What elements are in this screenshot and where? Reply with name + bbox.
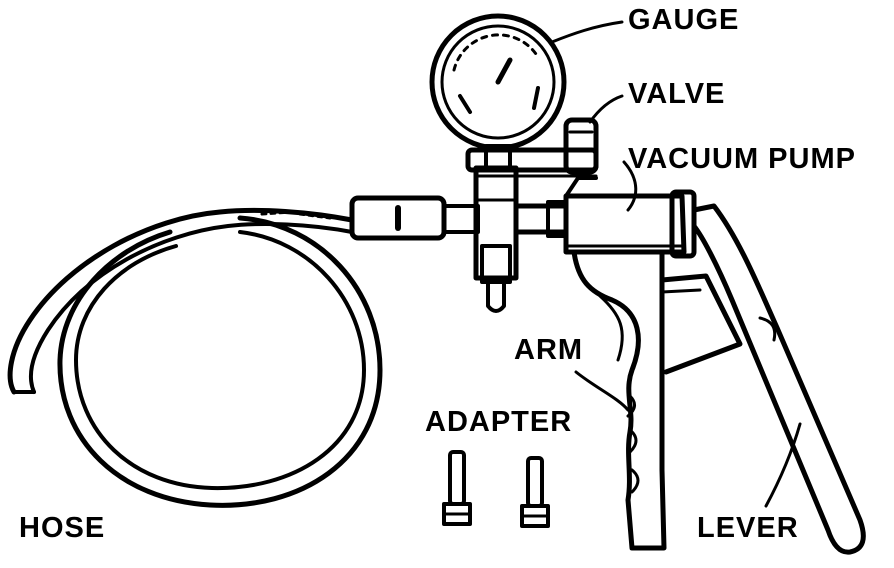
leader-pump — [622, 160, 638, 212]
gauge-drawing — [429, 13, 567, 172]
arm-drawing — [571, 249, 667, 551]
lever-drawing — [659, 203, 866, 555]
leader-arm — [574, 370, 630, 412]
pump-body-drawing — [563, 176, 697, 259]
label-adapter: ADAPTER — [425, 406, 573, 438]
label-vacuum-pump: VACUUM PUMP — [628, 143, 856, 175]
valve-drawing — [563, 117, 599, 175]
label-gauge: GAUGE — [628, 4, 740, 36]
hose-drawing — [7, 207, 383, 508]
label-hose: HOSE — [19, 512, 106, 544]
leader-gauge — [550, 20, 624, 44]
label-valve: VALVE — [628, 78, 726, 110]
label-arm: ARM — [514, 334, 584, 366]
adapter-right-drawing — [520, 456, 550, 528]
fitting-drawing — [473, 165, 568, 313]
leader-lines — [550, 20, 802, 508]
leader-lever — [764, 422, 802, 508]
leader-valve — [588, 94, 624, 124]
adapter-left-drawing — [442, 450, 472, 526]
coupler-drawing — [349, 195, 480, 241]
label-lever: LEVER — [697, 512, 799, 544]
